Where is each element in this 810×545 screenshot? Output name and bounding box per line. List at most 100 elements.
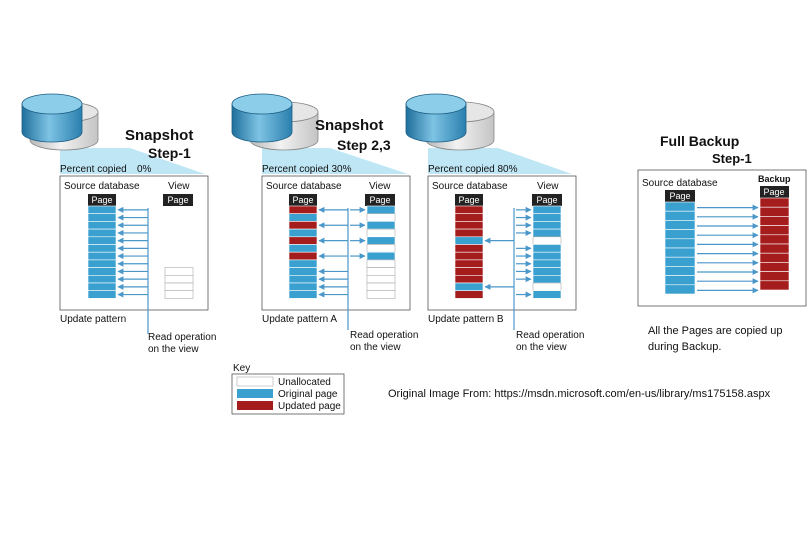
full-backup-panel: Full Backup Step-1 Source database Backu… <box>637 133 807 353</box>
page-original <box>532 251 562 261</box>
page-original <box>288 267 318 276</box>
page-updated <box>454 274 484 284</box>
page-unallocated <box>164 282 194 291</box>
read-arrows <box>484 206 532 330</box>
page-original <box>87 259 117 268</box>
update-pattern-caption: Update pattern B <box>428 314 504 325</box>
page-original <box>454 282 484 291</box>
view-pages <box>164 267 194 299</box>
database-cylinder-icon <box>231 93 319 151</box>
full-backup-note-2: during Backup. <box>648 341 721 353</box>
update-pattern-caption: Update pattern <box>60 314 126 325</box>
page-original <box>664 247 696 258</box>
page-updated <box>454 221 484 230</box>
page-unallocated <box>366 228 396 238</box>
read-operation-label: Read operation <box>148 332 216 343</box>
page-original <box>532 205 562 214</box>
page-original <box>87 267 117 276</box>
percent-copied-label: Percent copied 30% <box>262 164 352 175</box>
page-unallocated <box>532 282 562 291</box>
read-arrows <box>318 206 366 330</box>
backup-label: Backup <box>758 174 791 184</box>
page-updated <box>759 280 790 291</box>
page-updated <box>759 197 790 208</box>
snapshot-step: Step 2,3 <box>337 137 391 153</box>
read-arrows <box>117 206 149 334</box>
page-original <box>288 274 318 284</box>
source-database-label: Source database <box>64 181 140 192</box>
page-original <box>664 201 696 212</box>
page-original <box>532 259 562 268</box>
page-original <box>288 213 318 222</box>
page-original <box>87 274 117 284</box>
page-original <box>664 238 696 249</box>
page-updated <box>454 290 484 299</box>
page-updated <box>759 243 790 254</box>
page-original <box>664 284 696 295</box>
full-backup-note: All the Pages are copied up <box>648 325 783 337</box>
page-original <box>532 228 562 238</box>
read-operation-label-2: on the view <box>350 342 401 353</box>
page-original <box>87 221 117 230</box>
legend-key: Key Unallocated Original page Updated pa… <box>231 363 345 415</box>
page-original <box>87 244 117 253</box>
source-page-header <box>665 190 695 202</box>
page-original <box>664 275 696 286</box>
source-database-label: Source database <box>432 181 508 192</box>
view-page-header <box>532 194 562 206</box>
backup-pages <box>759 197 790 291</box>
page-unallocated <box>366 282 396 291</box>
percent-copied-label: Percent copied 80% <box>428 164 518 175</box>
source-note: Original Image From: https://msdn.micros… <box>388 388 771 400</box>
source-page-header <box>88 194 116 206</box>
page-original <box>532 267 562 276</box>
page-updated <box>759 252 790 263</box>
source-page-header-label: Page <box>458 195 479 205</box>
page-original <box>87 213 117 222</box>
legend-swatch-unallocated <box>236 376 274 387</box>
copy-beam <box>60 148 205 174</box>
page-updated <box>759 234 790 245</box>
page-original <box>366 236 396 245</box>
page-original <box>87 251 117 261</box>
page-original <box>532 213 562 222</box>
source-pages <box>288 205 318 299</box>
source-pages <box>87 205 117 299</box>
page-original <box>664 256 696 267</box>
snapshot-title: Snapshot <box>125 127 193 144</box>
copy-arrows <box>697 204 759 294</box>
page-unallocated <box>164 274 194 284</box>
source-database-label: Source database <box>266 181 342 192</box>
page-original <box>532 274 562 284</box>
page-original <box>87 290 117 299</box>
percent-copied-label: Percent copied <box>60 164 127 175</box>
page-original <box>366 221 396 230</box>
source-pages <box>454 205 484 299</box>
page-original <box>87 236 117 245</box>
source-page-header-label: Page <box>292 195 313 205</box>
source-page-header-label: Page <box>91 195 112 205</box>
page-unallocated <box>366 259 396 268</box>
page-original <box>87 205 117 214</box>
page-original <box>366 251 396 261</box>
page-original <box>664 266 696 276</box>
snapshot-title: Snapshot <box>315 117 383 134</box>
page-original <box>664 229 696 240</box>
page-updated <box>759 206 790 217</box>
percent-copied-value: 0% <box>137 164 152 175</box>
page-original <box>288 290 318 299</box>
legend-swatch-original <box>237 389 273 398</box>
page-original <box>664 220 696 230</box>
page-original <box>87 228 117 238</box>
page-original <box>532 290 562 299</box>
page-unallocated <box>366 274 396 284</box>
page-updated <box>759 225 790 236</box>
view-page-header <box>163 194 193 206</box>
snapshot-step: Step-1 <box>148 145 191 161</box>
page-unallocated <box>164 290 194 299</box>
snapshot-step23-panel: Snapshot Step 2,3 Percent copied 30% Sou… <box>231 93 418 353</box>
page-updated <box>454 259 484 268</box>
page-updated <box>454 205 484 214</box>
page-original <box>288 282 318 291</box>
